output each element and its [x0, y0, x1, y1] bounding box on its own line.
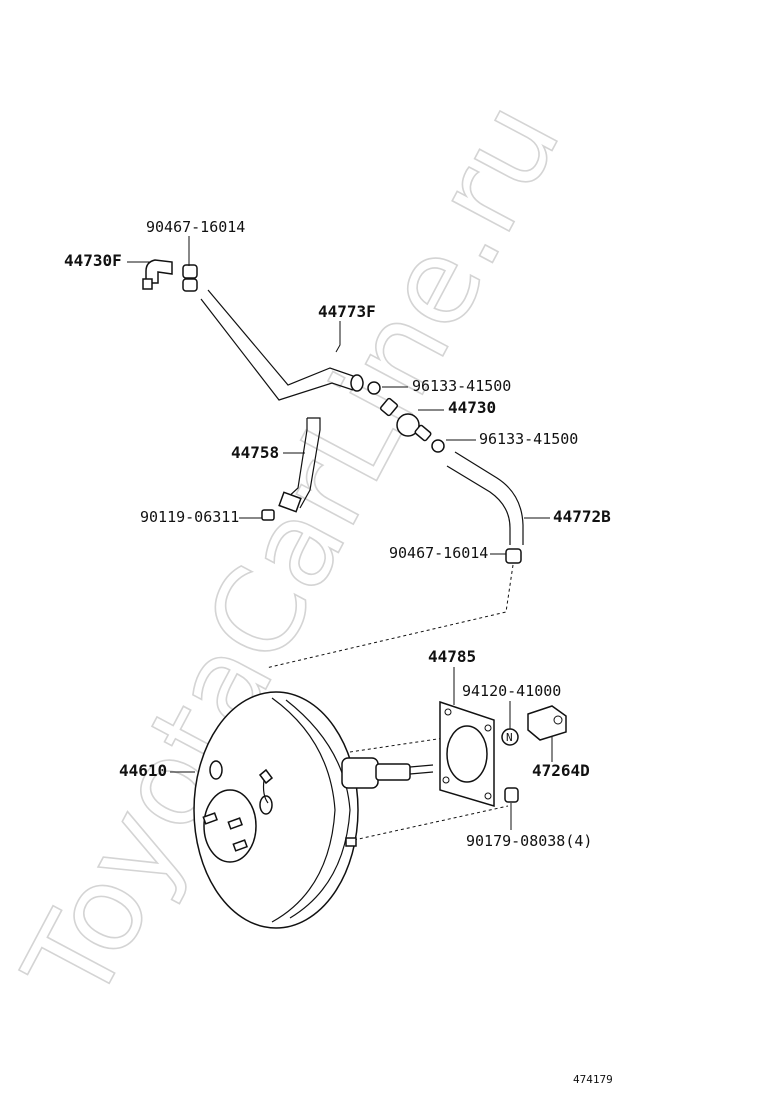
label-96133-41500-a[interactable]: 96133-41500: [412, 377, 511, 395]
bolt-90119-06311[interactable]: [261, 509, 275, 521]
clip-90467-16014-top[interactable]: [182, 264, 198, 292]
label-96133-41500-b[interactable]: 96133-41500: [479, 430, 578, 448]
clamp-96133-41500-a[interactable]: [367, 381, 381, 395]
label-90467-16014-mid[interactable]: 90467-16014: [389, 544, 488, 562]
label-94120-41000[interactable]: 94120-41000: [462, 682, 561, 700]
label-90467-16014-top[interactable]: 90467-16014: [146, 218, 245, 236]
label-44610[interactable]: 44610: [119, 761, 167, 780]
nut-94120-41000[interactable]: N: [501, 728, 519, 746]
part-labels: 90467-16014 44730F 44773F 96133-41500 44…: [64, 218, 611, 850]
label-44730[interactable]: 44730: [448, 398, 496, 417]
label-44773F[interactable]: 44773F: [318, 302, 376, 321]
hose-44773F[interactable]: [200, 289, 357, 401]
label-90119-06311[interactable]: 90119-06311: [140, 508, 239, 526]
label-44730F[interactable]: 44730F: [64, 251, 122, 270]
label-44772B[interactable]: 44772B: [553, 507, 611, 526]
gasket-44785[interactable]: [439, 700, 495, 808]
vacuum-hose-assembly: [142, 259, 524, 564]
leader-lines: [127, 236, 553, 830]
svg-text:N: N: [506, 731, 513, 744]
bracket-44758[interactable]: [284, 417, 321, 509]
hose-44772B[interactable]: [446, 451, 524, 545]
brake-booster-44610[interactable]: [193, 691, 434, 929]
label-44785[interactable]: 44785: [428, 647, 476, 666]
label-90179-08038[interactable]: 90179-08038(4): [466, 832, 592, 850]
nut-90179-08038[interactable]: [504, 787, 519, 803]
clip-90467-16014-mid[interactable]: [505, 548, 522, 564]
elbow-fitting-44730F[interactable]: [142, 259, 173, 290]
clamp-96133-41500-b[interactable]: [431, 439, 445, 453]
drawing-reference-number: 474179: [573, 1073, 613, 1086]
label-44758[interactable]: 44758: [231, 443, 279, 462]
label-47264D[interactable]: 47264D: [532, 761, 590, 780]
check-valve-44730[interactable]: [379, 397, 432, 442]
clevis-47264D[interactable]: [527, 705, 567, 741]
